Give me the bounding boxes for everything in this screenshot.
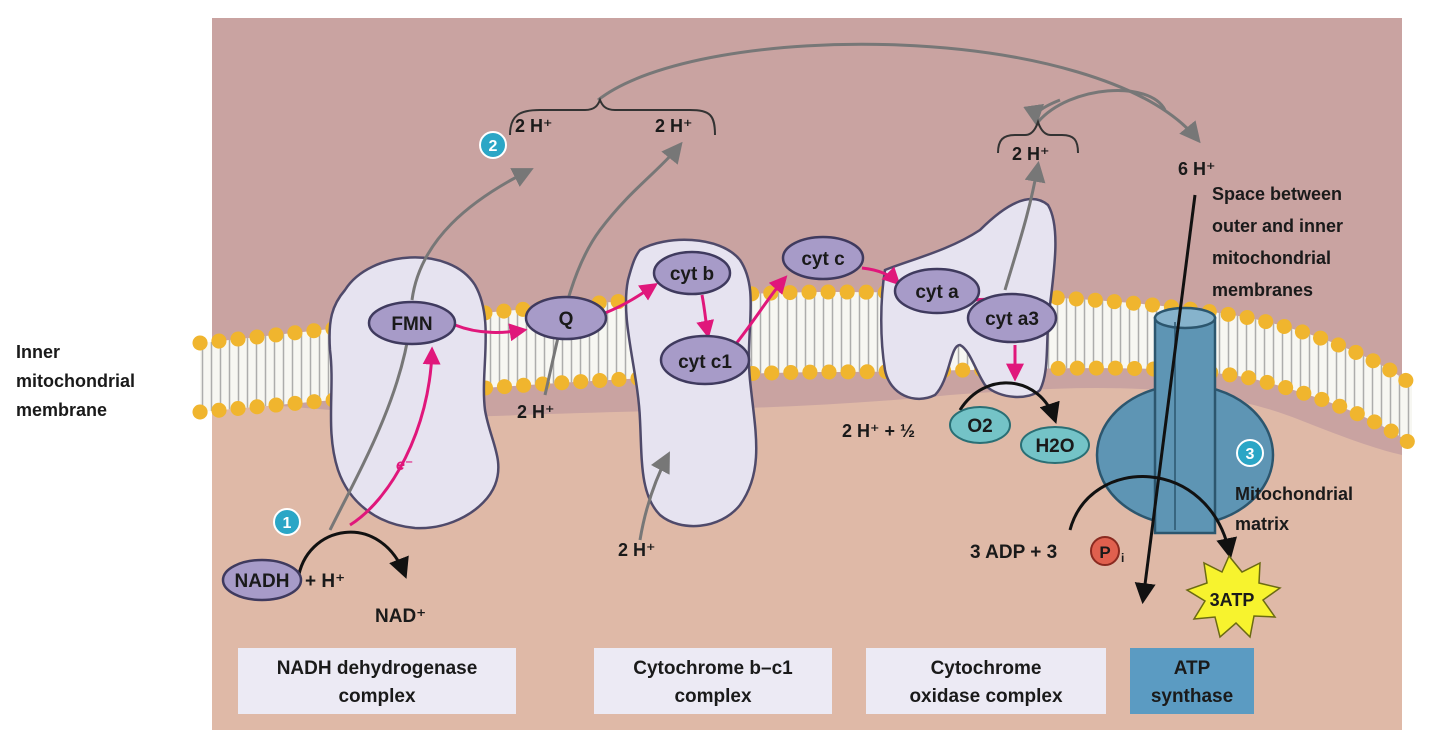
- h-top-right: 2 H⁺: [1012, 144, 1050, 164]
- reaction-arrows: [296, 194, 1237, 605]
- intermembrane-space-label: Space between outer and inner mitochondr…: [1212, 184, 1343, 300]
- svg-text:cyt a3: cyt a3: [985, 309, 1039, 330]
- h2o-molecule: H2O: [1020, 426, 1090, 464]
- svg-text:FMN: FMN: [391, 314, 432, 335]
- svg-text:i: i: [1121, 551, 1124, 565]
- h-top-mid: 2 H⁺: [655, 116, 693, 136]
- cyt-a-carrier: cyt a: [893, 267, 981, 315]
- svg-text:ATP: ATP: [1174, 658, 1211, 679]
- electron-arrows: [349, 266, 1024, 527]
- step-badge-1: 1: [273, 508, 301, 536]
- matrix-label: Mitochondrial matrix: [1235, 484, 1353, 534]
- svg-text:cyt c1: cyt c1: [678, 352, 732, 373]
- pi-molecule: P i: [1090, 536, 1124, 566]
- svg-text:1: 1: [283, 515, 292, 532]
- svg-text:P: P: [1099, 543, 1110, 562]
- svg-text:outer and inner: outer and inner: [1212, 216, 1343, 236]
- svg-text:Inner: Inner: [16, 342, 60, 362]
- step-badge-3: 3: [1236, 439, 1264, 467]
- plus-h-label: + H⁺: [305, 571, 345, 592]
- svg-text:membranes: membranes: [1212, 280, 1313, 300]
- svg-text:Space between: Space between: [1212, 184, 1342, 204]
- nadh-dehydrogenase-protein: [328, 256, 500, 530]
- svg-text:oxidase complex: oxidase complex: [909, 686, 1063, 707]
- atp-star: 3ATP: [1185, 554, 1282, 639]
- label-cytochrome-oxidase: Cytochrome oxidase complex: [866, 648, 1106, 714]
- svg-text:2: 2: [489, 138, 498, 155]
- adp-label: 3 ADP + 3: [970, 542, 1057, 563]
- svg-text:complex: complex: [674, 686, 752, 707]
- proton-arrows: [328, 42, 1201, 541]
- svg-text:matrix: matrix: [1235, 514, 1289, 534]
- svg-text:Q: Q: [559, 309, 574, 330]
- svg-text:Cytochrome: Cytochrome: [931, 658, 1042, 679]
- inner-membrane-label: Inner mitochondrial membrane: [16, 342, 135, 420]
- svg-text:synthase: synthase: [1151, 686, 1233, 707]
- label-cytochrome-bc1: Cytochrome b–c1 complex: [594, 648, 832, 714]
- q-carrier: Q: [524, 295, 608, 341]
- svg-text:complex: complex: [338, 686, 416, 707]
- svg-text:3: 3: [1246, 446, 1255, 463]
- fmn-carrier: FMN: [367, 300, 457, 346]
- nad-label: NAD⁺: [375, 606, 426, 627]
- svg-text:NADH: NADH: [235, 571, 290, 592]
- cyt-a3-carrier: cyt a3: [966, 292, 1058, 344]
- step-badge-2: 2: [479, 131, 507, 159]
- svg-text:cyt b: cyt b: [670, 264, 714, 285]
- atp-synthase: [1095, 306, 1275, 535]
- svg-text:cyt a: cyt a: [915, 282, 959, 303]
- svg-text:cyt c: cyt c: [801, 249, 845, 270]
- svg-text:NADH dehydrogenase: NADH dehydrogenase: [277, 658, 478, 679]
- svg-text:membrane: membrane: [16, 400, 107, 420]
- cyt-c-carrier: cyt c: [781, 235, 865, 281]
- two-h-half-label: 2 H⁺ + ½: [842, 421, 915, 441]
- svg-text:Mitochondrial: Mitochondrial: [1235, 484, 1353, 504]
- label-nadh-dehydrogenase: NADH dehydrogenase complex: [238, 648, 516, 714]
- h-six: 6 H⁺: [1178, 159, 1216, 179]
- h-top-left: 2 H⁺: [515, 116, 553, 136]
- svg-text:3ATP: 3ATP: [1210, 590, 1255, 610]
- svg-text:Cytochrome b–c1: Cytochrome b–c1: [633, 658, 793, 679]
- svg-text:O2: O2: [967, 416, 992, 437]
- cyt-c1-carrier: cyt c1: [659, 334, 751, 386]
- cyt-b-carrier: cyt b: [652, 250, 732, 296]
- proton-braces: [509, 97, 1079, 154]
- o2-molecule: O2: [949, 406, 1011, 444]
- svg-text:mitochondrial: mitochondrial: [16, 371, 135, 391]
- svg-text:H2O: H2O: [1035, 436, 1074, 457]
- svg-text:mitochondrial: mitochondrial: [1212, 248, 1331, 268]
- label-atp-synthase: ATP synthase: [1130, 648, 1254, 714]
- h-matrix-cyt: 2 H⁺: [618, 540, 656, 560]
- h-below-q: 2 H⁺: [517, 402, 555, 422]
- electron-label: e⁻: [396, 457, 413, 474]
- nadh-molecule: NADH: [221, 558, 303, 602]
